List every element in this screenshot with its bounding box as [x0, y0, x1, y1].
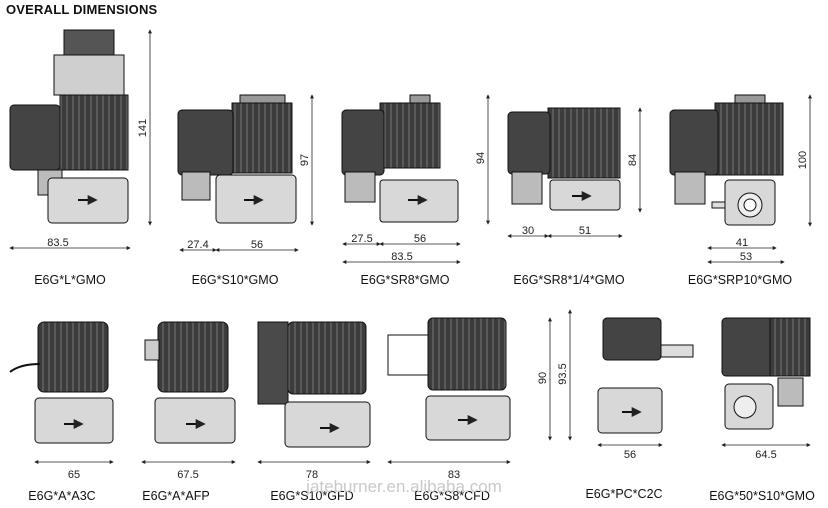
- model-label: E6G*A*A3C: [28, 489, 95, 503]
- valve-e6g-s8-cfd: [387, 317, 511, 441]
- dim-label: 83.5: [391, 251, 412, 263]
- dim-label: 56: [414, 233, 426, 245]
- dim-label: 51: [579, 225, 591, 237]
- dim-label: 93.5: [557, 363, 569, 384]
- model-label: E6G*SR8*1/4*GMO: [513, 273, 624, 287]
- valve-e6g-50-s10-gmo: [721, 317, 811, 430]
- dim-label: 78: [306, 469, 318, 481]
- model-label: E6G*SR8*GMO: [361, 273, 450, 287]
- model-label: E6G*A*AFP: [142, 489, 209, 503]
- model-label: E6G*S10*GFD: [270, 489, 353, 503]
- dim-label: 27.5: [351, 233, 372, 245]
- model-label: E6G*50*S10*GMO: [709, 489, 815, 503]
- dim-label: 141: [137, 119, 149, 137]
- dim-label: 41: [736, 237, 748, 249]
- dim-label: 65: [68, 469, 80, 481]
- dim-label: 94: [475, 152, 487, 164]
- valve-e6g-sr8-gmo: [341, 94, 459, 223]
- dim-label: 53: [740, 251, 752, 263]
- dim-label: 64.5: [755, 449, 776, 461]
- model-label: E6G*PC*C2C: [585, 487, 662, 501]
- valve-e6g-sr8-quarter-gmo: [507, 107, 621, 211]
- model-label: E6G*SRP10*GMO: [688, 273, 792, 287]
- page-title: OVERALL DIMENSIONS: [6, 2, 158, 17]
- valve-e6g-a-a3c: [9, 321, 114, 444]
- dimension-lines: [9, 29, 812, 464]
- dim-label: 84: [627, 154, 639, 166]
- dim-label: 56: [251, 239, 263, 251]
- dim-label: 83: [448, 469, 460, 481]
- valve-e6g-srp10-gmo: [669, 94, 784, 226]
- dim-label: 27.4: [187, 239, 208, 251]
- dim-label: 90: [537, 372, 549, 384]
- dim-label: 67.5: [177, 469, 198, 481]
- dim-label: 30: [522, 225, 534, 237]
- valve-e6g-s10-gmo: [177, 94, 297, 224]
- watermark: jateburner.en.alibaba.com: [305, 477, 502, 496]
- valve-e6g-s10-gfd: [257, 321, 371, 448]
- valve-e6g-pc-c2c: [597, 317, 694, 434]
- dim-label: 100: [797, 151, 809, 169]
- dim-label: 97: [299, 154, 311, 166]
- dim-label: 56: [624, 449, 636, 461]
- valve-e6g-a-afp: [144, 321, 236, 444]
- model-label: E6G*L*GMO: [34, 273, 106, 287]
- model-label: E6G*S10*GMO: [192, 273, 279, 287]
- valve-e6g-l-gmo: [9, 29, 129, 224]
- model-label: E6G*S8*CFD: [414, 489, 490, 503]
- dim-label: 83.5: [47, 237, 68, 249]
